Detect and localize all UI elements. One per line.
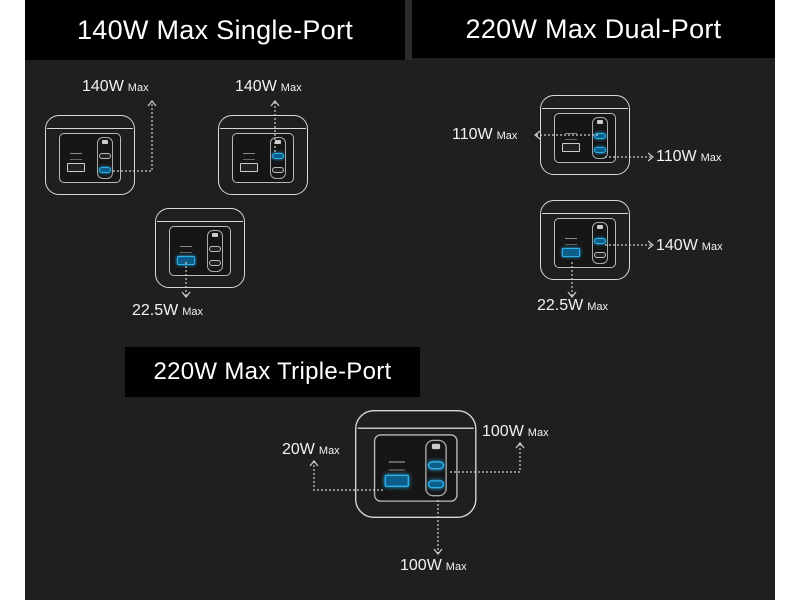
power-logo-icon	[597, 225, 603, 229]
charger-single-c1	[218, 115, 308, 195]
usb-a-port	[240, 163, 258, 172]
usb-c-column	[592, 117, 608, 159]
usb-a-port	[562, 248, 580, 257]
usb-a-port	[384, 474, 409, 487]
charger-body	[155, 208, 245, 288]
power-logo-icon	[275, 140, 281, 144]
charger-single-c2	[45, 115, 135, 195]
usb-c-column	[270, 137, 286, 179]
header-divider	[405, 0, 412, 60]
usb-c-column	[97, 137, 113, 179]
charger-single-usba	[155, 208, 245, 288]
charger-top-band	[357, 427, 474, 429]
charger-triple	[355, 410, 477, 518]
usba-label-mark	[180, 246, 192, 253]
charger-body	[540, 200, 630, 280]
usb-c-column	[592, 222, 608, 264]
usb-c1-port	[427, 461, 445, 470]
usb-c-column	[425, 439, 447, 497]
usba-label-mark	[70, 153, 82, 160]
power-logo-icon	[212, 233, 218, 237]
usb-a-port	[177, 256, 195, 265]
usb-c2-port	[594, 147, 606, 153]
charger-top-band	[157, 221, 243, 222]
charger-top-band	[542, 213, 628, 214]
usb-c2-port	[209, 260, 221, 266]
charger-top-band	[542, 108, 628, 109]
usb-a-port	[67, 163, 85, 172]
charger-top-band	[47, 128, 133, 129]
usba-label-mark	[243, 153, 255, 160]
usba-label-mark	[565, 133, 577, 140]
charger-top-band	[220, 128, 306, 129]
charger-dual-usba-c1	[540, 200, 630, 280]
usb-c2-port	[427, 480, 445, 489]
usb-c2-port	[594, 252, 606, 258]
dual-port-header: 220W Max Dual-Port	[412, 0, 775, 58]
usb-c2-port	[99, 167, 111, 173]
usba-label-mark	[388, 461, 405, 471]
charger-dual-c1-c2	[540, 95, 630, 175]
usb-c1-port	[209, 246, 221, 252]
power-logo-icon	[431, 443, 441, 450]
usba-label-mark	[565, 238, 577, 245]
usb-c1-port	[594, 133, 606, 139]
single-port-header: 140W Max Single-Port	[25, 0, 405, 60]
charger-body	[218, 115, 308, 195]
usb-c2-port	[272, 167, 284, 173]
usb-c1-port	[594, 238, 606, 244]
power-logo-icon	[102, 140, 108, 144]
usb-c-column	[207, 230, 223, 272]
usb-a-port	[562, 143, 580, 152]
power-logo-icon	[597, 120, 603, 124]
usb-c1-port	[99, 153, 111, 159]
usb-c1-port	[272, 153, 284, 159]
triple-port-header: 220W Max Triple-Port	[125, 347, 420, 397]
